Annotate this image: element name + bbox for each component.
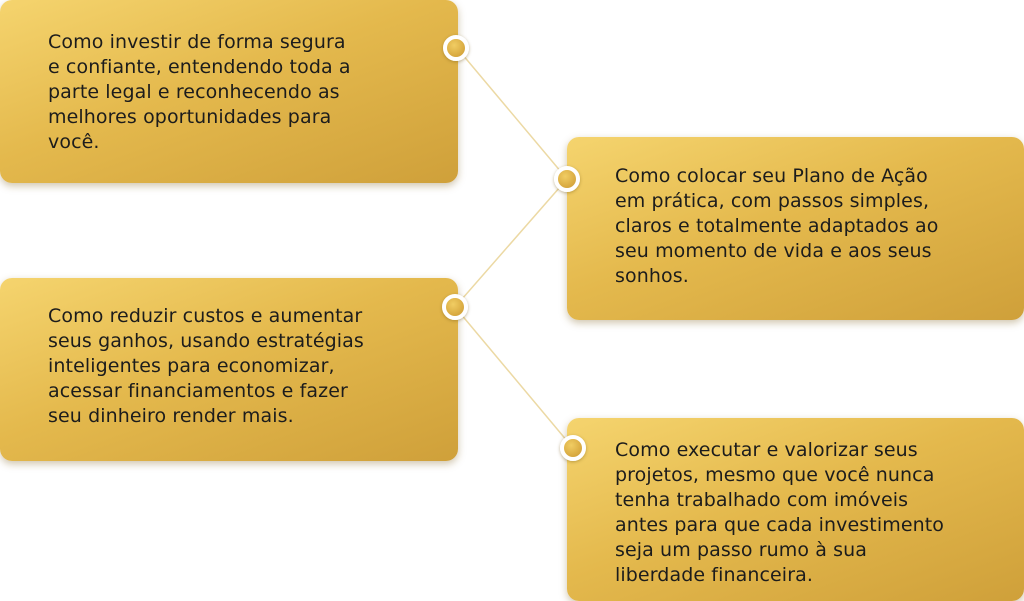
text-line: inteligentes para economizar, xyxy=(48,355,335,377)
info-card-invest-safely: Como investir de forma segura e confiant… xyxy=(0,0,458,183)
info-card-execute-projects: Como executar e valorizar seus projetos,… xyxy=(567,418,1024,601)
info-card-action-plan: Como colocar seu Plano de Ação em prátic… xyxy=(567,137,1024,320)
text-line: parte legal e reconhecendo as xyxy=(48,81,340,103)
text-line: seu dinheiro render mais. xyxy=(48,405,294,427)
text-line: claros e totalmente adaptados ao xyxy=(615,215,939,237)
timeline-connector-line xyxy=(454,47,574,449)
text-line: em prática, com passos simples, xyxy=(615,190,930,212)
info-card-text: Como reduzir custos e aumentar seus ganh… xyxy=(48,304,418,429)
info-card-reduce-costs: Como reduzir custos e aumentar seus ganh… xyxy=(0,278,458,461)
timeline-node-1 xyxy=(443,35,469,61)
text-line: Como reduzir custos e aumentar xyxy=(48,305,363,327)
text-line: seja um passo rumo à sua xyxy=(615,539,867,561)
text-line: e confiante, entendendo toda a xyxy=(48,56,351,78)
text-line: Como colocar seu Plano de Ação xyxy=(615,165,928,187)
info-card-text: Como colocar seu Plano de Ação em prátic… xyxy=(615,164,939,289)
text-line: seus ganhos, usando estratégias xyxy=(48,330,364,352)
text-line: você. xyxy=(48,131,100,153)
text-line: antes para que cada investimento xyxy=(615,514,945,536)
timeline-node-2 xyxy=(554,166,580,192)
text-line: liberdade financeira. xyxy=(615,564,813,586)
info-card-text: Como investir de forma segura e confiant… xyxy=(48,30,408,155)
text-line: sonhos. xyxy=(615,265,689,287)
text-line: Como executar e valorizar seus xyxy=(615,439,918,461)
text-line: projetos, mesmo que você nunca xyxy=(615,464,935,486)
text-line: seu momento de vida e aos seus xyxy=(615,240,932,262)
text-line: tenha trabalhado com imóveis xyxy=(615,489,909,511)
info-card-text: Como executar e valorizar seus projetos,… xyxy=(615,438,985,588)
text-line: acessar financiamentos e fazer xyxy=(48,380,348,402)
timeline-node-4 xyxy=(560,435,586,461)
timeline-node-3 xyxy=(442,294,468,320)
text-line: melhores oportunidades para xyxy=(48,106,332,128)
text-line: Como investir de forma segura xyxy=(48,31,346,53)
